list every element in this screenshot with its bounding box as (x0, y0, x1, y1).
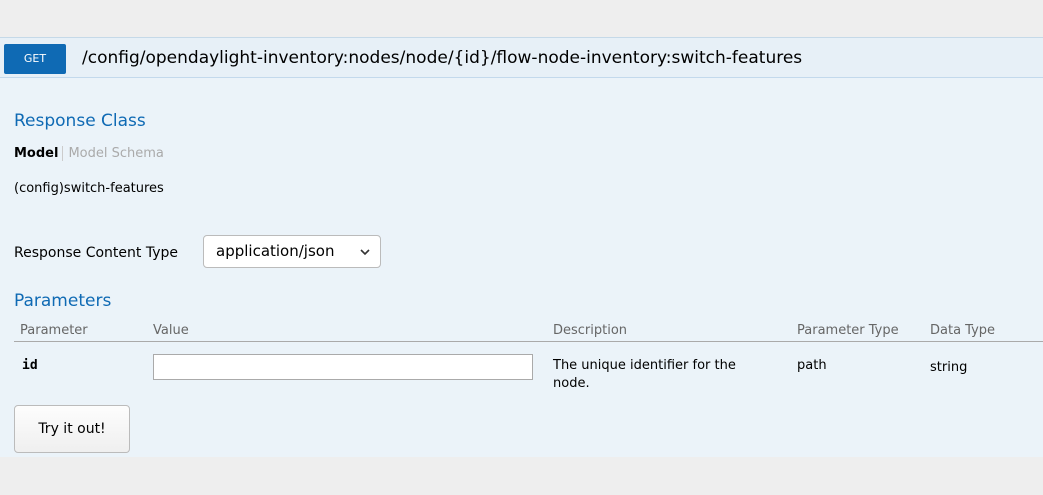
response-content-type-select[interactable]: application/json (203, 235, 381, 268)
param-data-type: string (930, 360, 968, 375)
response-content-type-value: application/json (216, 242, 335, 260)
operation-heading[interactable]: GET /config/opendaylight-inventory:nodes… (0, 38, 1043, 78)
param-name: id (22, 358, 38, 373)
http-method-badge[interactable]: GET (4, 44, 66, 74)
endpoint-panel: GET /config/opendaylight-inventory:nodes… (0, 37, 1043, 457)
param-type: path (797, 358, 827, 373)
col-header-description: Description (553, 323, 628, 338)
param-id-input[interactable] (153, 354, 533, 380)
col-header-parameter: Parameter (20, 323, 88, 338)
param-description: The unique identifier for the node. (553, 358, 736, 391)
try-it-out-button[interactable]: Try it out! (14, 405, 130, 453)
tab-model-schema[interactable]: Model Schema (62, 146, 164, 161)
col-header-value: Value (153, 323, 189, 338)
parameters-heading: Parameters (14, 291, 112, 311)
response-content-type-label: Response Content Type (14, 245, 178, 261)
response-class-heading: Response Class (14, 111, 146, 131)
table-header-divider (14, 341, 1043, 342)
col-header-data-type: Data Type (930, 323, 996, 338)
chevron-down-icon (360, 236, 370, 267)
model-signature: (config)switch-features (14, 181, 164, 196)
tab-model[interactable]: Model (14, 146, 59, 161)
col-header-parameter-type: Parameter Type (797, 323, 899, 338)
operation-path[interactable]: /config/opendaylight-inventory:nodes/nod… (82, 48, 803, 68)
